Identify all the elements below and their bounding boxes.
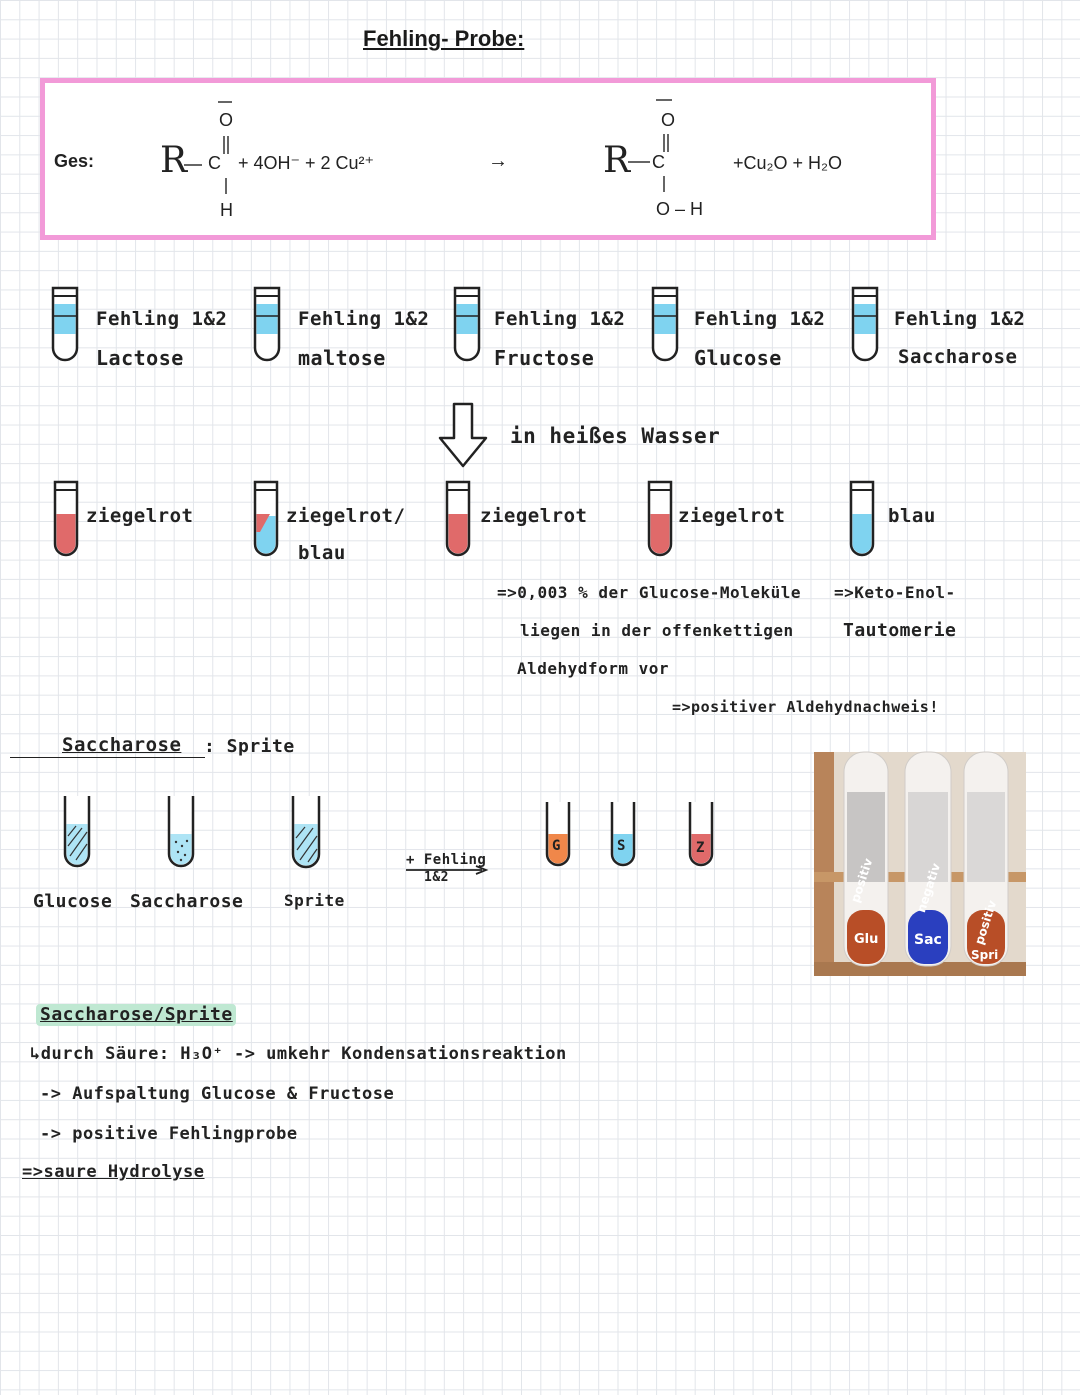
left-carbonyl-oxygen: O — [219, 110, 233, 131]
left-carbon: C — [208, 153, 221, 174]
tube-1-reagent: Fehling 1&2 — [96, 308, 227, 330]
fehling-tube-4 — [650, 286, 680, 368]
result-tube-3 — [444, 480, 472, 562]
result-2-text2: blau — [298, 542, 346, 564]
result-tube-g — [544, 800, 572, 872]
sprite-tube-glucose — [62, 794, 92, 876]
glucose-note-line2: liegen in der offenkettigen — [520, 621, 794, 640]
add-fehling-label-2: 1&2 — [424, 870, 449, 885]
right-hydroxyl: O – H — [656, 199, 703, 220]
positive-note: =>positiver Aldehydnachweis! — [672, 698, 939, 716]
fehling-tube-2 — [252, 286, 282, 368]
result-tube-1 — [52, 480, 80, 562]
products: +Cu₂O + H₂O — [733, 153, 842, 174]
result-tube-g-label: G — [552, 838, 561, 854]
conclusion-line-2: -> Aufspaltung Glucose & Fructose — [40, 1084, 394, 1104]
conclusion-line-1: ↳durch Säure: H₃O⁺ -> umkehr Kondensatio… — [30, 1044, 567, 1064]
result-3-text: ziegelrot — [480, 505, 587, 527]
tube-4-reagent: Fehling 1&2 — [694, 308, 825, 330]
result-tube-5 — [848, 480, 876, 562]
section-divider — [10, 757, 205, 758]
keto-note-line2: Tautomerie — [843, 620, 956, 641]
right-carbon: C — [652, 152, 665, 173]
test-tube-photo: positiv negativ positiv Glu Sac Spri — [814, 752, 1026, 976]
sprite-tube-sprite — [290, 794, 322, 876]
tube-3-sugar: Fructose — [494, 346, 594, 370]
page-title: Fehling- Probe: — [363, 26, 524, 52]
result-2-text: ziegelrot/ — [286, 505, 405, 527]
tube-2-reagent: Fehling 1&2 — [298, 308, 429, 330]
result-5-text: blau — [888, 505, 936, 527]
result-1-text: ziegelrot — [86, 505, 193, 527]
conclusion-heading: Saccharose/Sprite — [40, 1004, 233, 1025]
result-tube-z — [687, 800, 715, 872]
reagents: + 4OH⁻ + 2 Cu²⁺ — [238, 153, 374, 174]
sprite-tube-label-1: Glucose — [33, 891, 112, 912]
tube-5-sugar: Saccharose — [898, 346, 1017, 368]
tube-4-sugar: Glucose — [694, 346, 782, 370]
fehling-tube-5 — [850, 286, 880, 368]
keto-note-line1: =>Keto-Enol- — [834, 583, 956, 602]
sprite-tube-label-3: Sprite — [284, 891, 345, 910]
result-4-text: ziegelrot — [678, 505, 785, 527]
fehling-tube-1 — [50, 286, 80, 368]
down-arrow-icon — [436, 402, 490, 468]
tube-3-reagent: Fehling 1&2 — [494, 308, 625, 330]
tube-1-sugar: Lactose — [96, 346, 184, 370]
conclusion-line-3: -> positive Fehlingprobe — [40, 1124, 298, 1144]
sprite-heading-suffix: : Sprite — [204, 736, 295, 757]
glucose-note-line1: =>0,003 % der Glucose-Moleküle — [497, 583, 801, 602]
result-tube-s-label: S — [617, 838, 626, 854]
glucose-note-line3: Aldehydform vor — [517, 659, 669, 678]
equation-label: Ges: — [54, 151, 94, 172]
photo-label-sac: Sac — [914, 932, 942, 948]
left-hydrogen: H — [220, 200, 233, 221]
fehling-tube-3 — [452, 286, 482, 368]
result-tube-s — [609, 800, 637, 872]
reaction-arrow: → — [488, 150, 508, 173]
photo-label-spri: Spri — [971, 948, 998, 962]
right-carbonyl-oxygen: O — [661, 110, 675, 131]
result-tube-4 — [646, 480, 674, 562]
conclusion-line-4: =>saure Hydrolyse — [22, 1162, 205, 1182]
photo-label-glu: Glu — [854, 932, 878, 947]
sprite-tube-label-2: Saccharose — [130, 891, 243, 912]
result-tube-2 — [252, 480, 280, 562]
tube-2-sugar: maltose — [298, 346, 386, 370]
sprite-tube-saccharose — [166, 794, 196, 876]
sprite-heading: Saccharose — [62, 734, 181, 756]
step-label: in heißes Wasser — [510, 424, 720, 448]
result-tube-z-label: Z — [696, 840, 705, 856]
tube-5-reagent: Fehling 1&2 — [894, 308, 1025, 330]
